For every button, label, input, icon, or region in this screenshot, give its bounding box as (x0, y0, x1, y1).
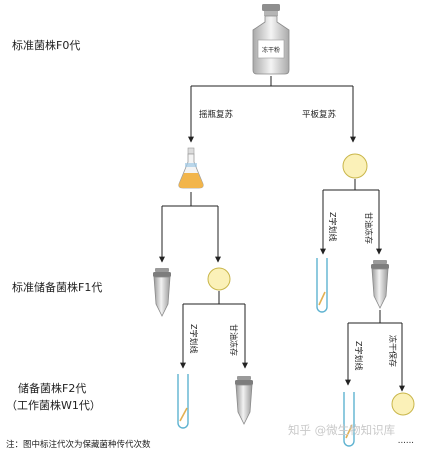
cryotube-icon-f1-left (152, 267, 172, 317)
edge-label-flask-revive: 摇瓶复苏 (199, 109, 234, 120)
edge-label-z-streak-3: Z字划线 (354, 341, 364, 370)
slant-tube-icon-f1 (316, 257, 328, 313)
level-label-w1: （工作菌株W1代） (6, 398, 101, 412)
f1-cryotube-branch-lines (345, 310, 405, 392)
edge-label-frozen-1: 甘油冻存 (364, 212, 374, 244)
flask-branch-lines (159, 192, 221, 263)
level-label-f1: 标准储备菌株F1代 (12, 280, 102, 294)
ellipsis-text: ...... (398, 436, 414, 446)
agar-plate-icon-f2 (391, 392, 415, 416)
f0-branch-lines (188, 76, 356, 143)
vial-label: 冻干粉 (262, 46, 280, 54)
slant-tube-icon-f2-right (343, 391, 355, 447)
edge-label-plate-revive: 平板复苏 (302, 109, 337, 120)
level-label-f2: 储备菌株F2代 (18, 381, 86, 395)
edge-label-z-streak-1: Z字划线 (328, 212, 338, 241)
level-label-f0: 标准菌株F0代 (12, 38, 80, 52)
edge-label-z-streak-2: Z字划线 (189, 324, 199, 353)
agar-plate-icon (342, 153, 368, 179)
agar-plate-icon-f1 (207, 267, 231, 291)
shake-flask-icon (178, 147, 204, 189)
watermark-text: 知乎 @微生物知识库 (288, 423, 395, 437)
edge-label-lyo-preserve: 冻干保存 (388, 335, 398, 367)
lyophilized-vial-icon: 冻干粉 (252, 4, 290, 75)
cryotube-icon-f2 (234, 375, 254, 425)
edge-label-frozen-2: 甘油冻存 (229, 324, 239, 356)
footnote: 注：图中标注代次为保藏菌种传代次数 (6, 439, 151, 450)
slant-tube-icon-f2-left (177, 373, 189, 429)
cryotube-icon-f1-right (370, 259, 390, 309)
f1-plate-branch-lines (180, 291, 248, 369)
plate-branch-lines (320, 179, 382, 255)
